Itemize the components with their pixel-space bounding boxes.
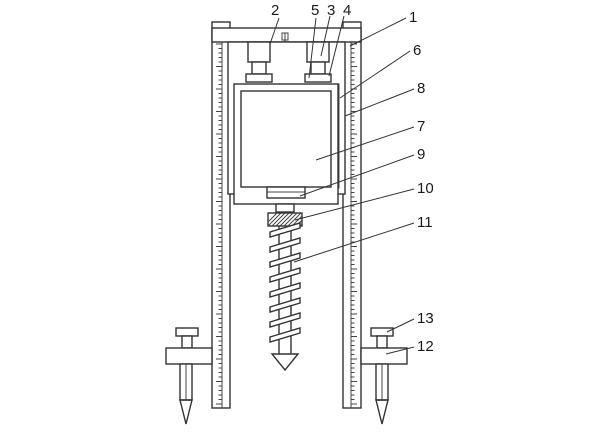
label-4: 4 <box>343 2 351 19</box>
leader-lines <box>269 15 415 355</box>
label-2: 2 <box>271 2 279 19</box>
auger-flight <box>269 267 301 283</box>
label-10: 10 <box>417 180 434 197</box>
label-8: 8 <box>417 80 425 97</box>
callout-labels: 2 5 3 4 1 6 8 7 9 10 11 13 12 <box>271 2 434 355</box>
label-1: 1 <box>409 9 417 26</box>
auger-flight <box>269 222 301 238</box>
auger-flight <box>269 252 301 268</box>
auger-flight <box>269 327 301 343</box>
left-scale-ticks <box>216 43 222 405</box>
label-11: 11 <box>417 214 433 231</box>
label-13: 13 <box>417 310 434 327</box>
right-stake <box>360 327 408 425</box>
hatch-line <box>267 212 282 227</box>
right-scale-ticks <box>351 43 357 405</box>
left-post <box>211 21 231 409</box>
label-6: 6 <box>413 42 421 59</box>
auger-flight <box>269 312 301 328</box>
label-9: 9 <box>417 146 425 163</box>
hatch-line <box>287 212 302 227</box>
label-12: 12 <box>417 338 434 355</box>
left-cylinder <box>245 41 273 83</box>
label-5: 5 <box>311 2 319 19</box>
auger-flight <box>269 282 301 298</box>
auger-flight <box>269 237 301 253</box>
coupling <box>267 203 303 227</box>
hatch-line <box>271 212 286 227</box>
label-7: 7 <box>417 118 425 135</box>
auger-flight <box>269 297 301 313</box>
auger-flights <box>269 222 301 343</box>
auger-drill <box>269 222 301 372</box>
hatch-line <box>275 212 290 227</box>
right-post <box>342 21 362 409</box>
motor-housing <box>233 83 339 205</box>
label-3: 3 <box>327 2 335 19</box>
hatch-line <box>283 212 298 227</box>
hatch-line <box>279 212 294 227</box>
hatch-line <box>267 212 278 223</box>
left-stake <box>165 327 213 425</box>
